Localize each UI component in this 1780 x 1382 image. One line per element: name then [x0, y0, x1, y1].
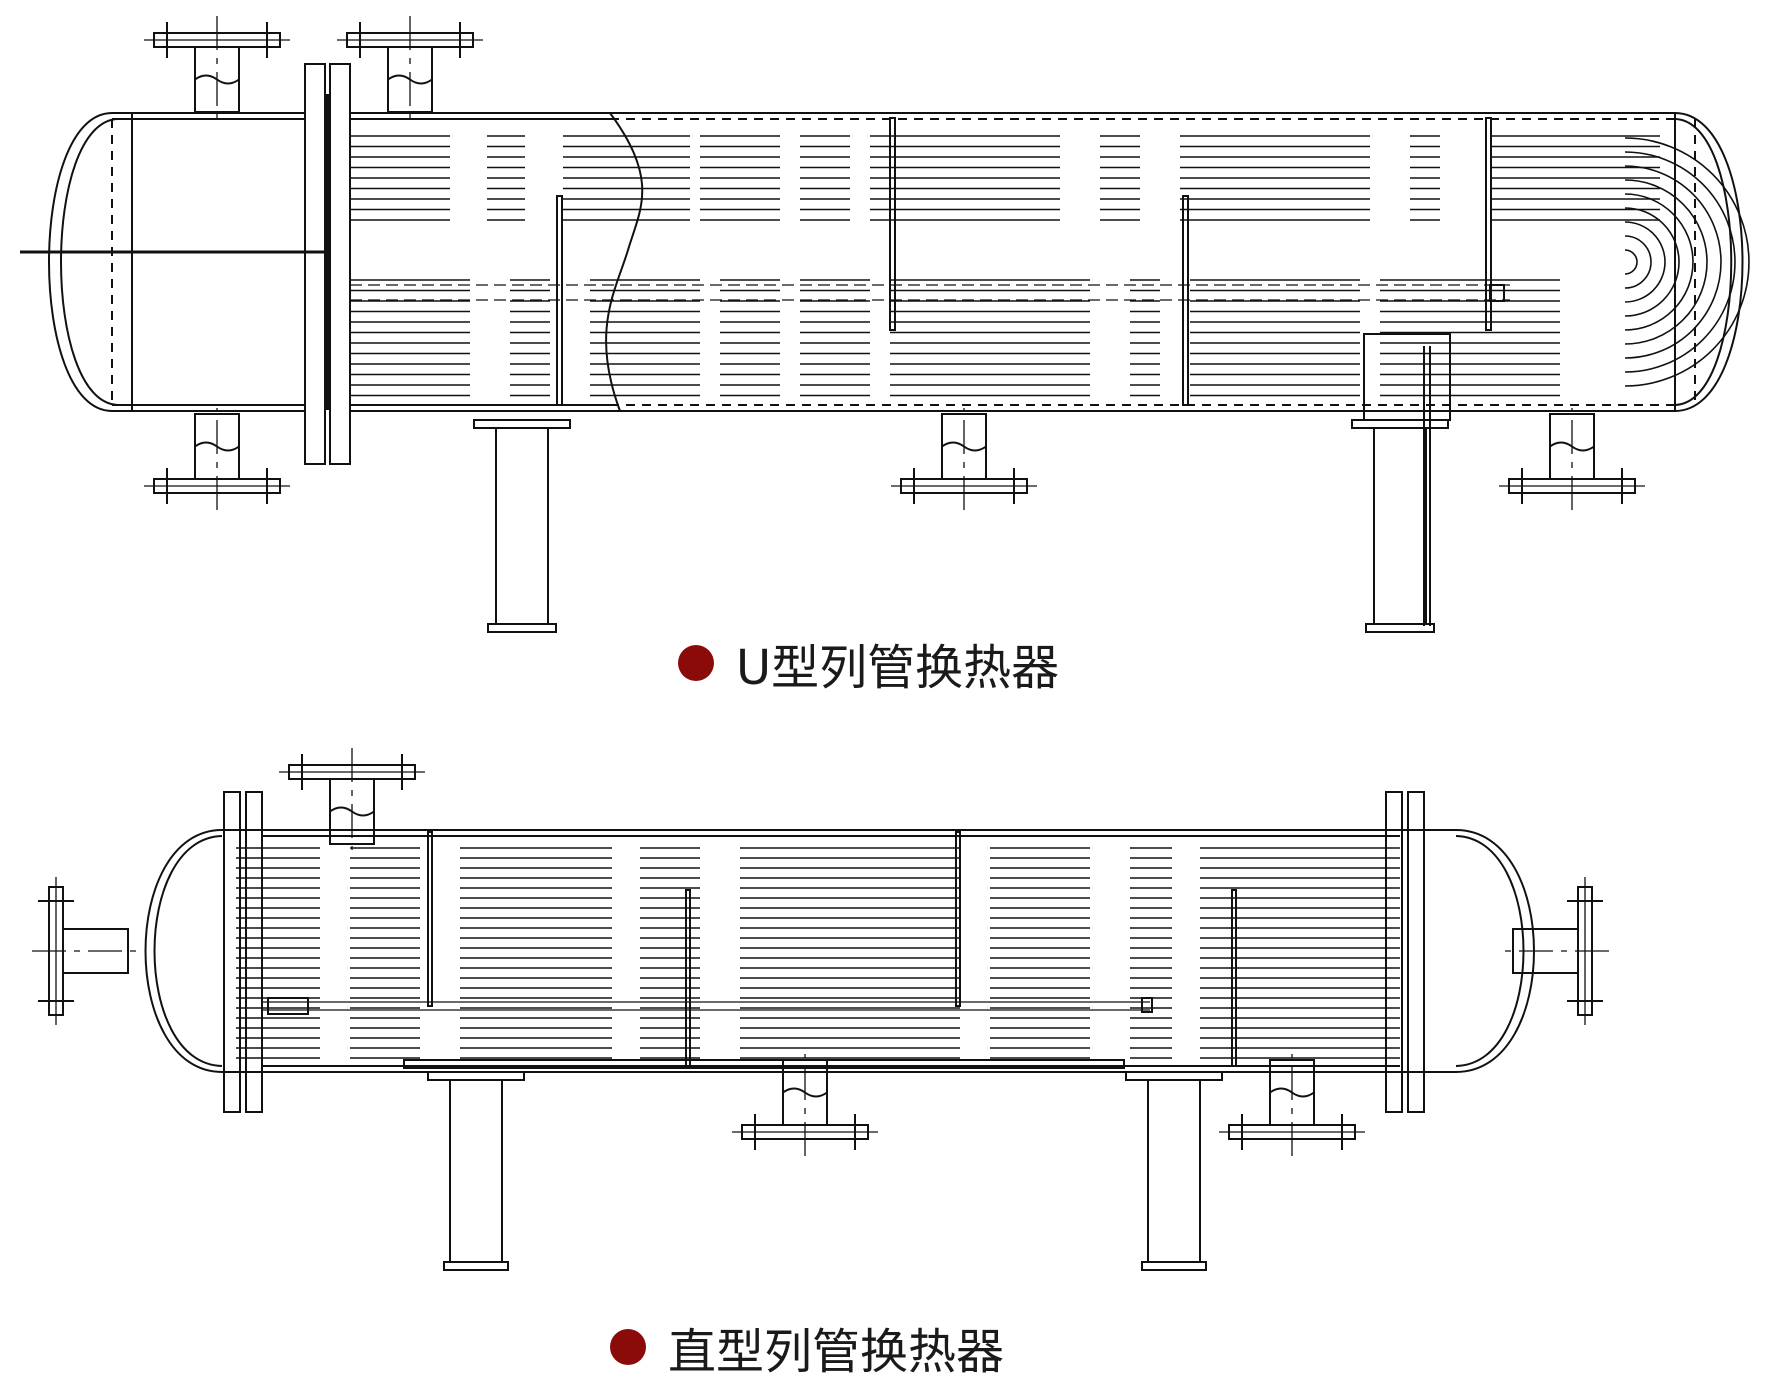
right-head-inner — [1674, 118, 1733, 406]
tubesheet-flange — [1385, 791, 1403, 1113]
support-top-plate — [1125, 1071, 1223, 1081]
u-bend — [1624, 249, 1638, 275]
u-bend — [1624, 179, 1708, 345]
support-post — [495, 427, 549, 625]
tubesheet-flange — [1407, 791, 1425, 1113]
u-bend — [1624, 221, 1666, 303]
support-top-plate — [1351, 419, 1449, 429]
support-top-plate — [427, 1071, 525, 1081]
u-bend — [1624, 193, 1694, 331]
support-top-plate — [473, 419, 571, 429]
u-nozzle-bottom-mid-break — [941, 441, 987, 452]
straight-type-exchanger-drawing — [32, 748, 1609, 1271]
support-base — [443, 1261, 509, 1271]
baffle — [685, 889, 691, 1067]
support-base — [1365, 623, 1435, 633]
support-post — [1373, 427, 1427, 625]
baffle — [556, 195, 563, 406]
u-bend — [1624, 151, 1736, 373]
s-nozzle-top-break — [329, 806, 375, 817]
u-nozzle-bottom-left-break — [194, 441, 240, 452]
left-head-inner — [153, 835, 223, 1067]
left-head-outer — [144, 829, 223, 1073]
u-exchanger-caption-text: U型列管换热器 — [736, 640, 1060, 696]
u-exchanger-caption: U型列管换热器 — [678, 628, 1059, 698]
straight-exchanger-caption: 直型列管换热器 — [610, 1312, 1004, 1382]
bullet-dot-icon — [610, 1329, 646, 1365]
u-bend — [1624, 235, 1652, 289]
left-head-inner — [60, 118, 119, 406]
tubesheet-flange — [223, 791, 241, 1113]
tie-rod-nut — [1141, 997, 1153, 1013]
baffle — [1182, 195, 1189, 406]
baffle — [889, 117, 896, 331]
bullet-dot-icon — [678, 645, 714, 681]
s-nozzle-bottom-right-break — [1269, 1087, 1315, 1098]
s-nozzle-bottom-left-break — [782, 1087, 828, 1098]
bottom-strip — [403, 1059, 1125, 1069]
tie-rod-nut — [1489, 284, 1505, 302]
u-bend — [1624, 137, 1750, 387]
tubesheet-flange-left — [304, 63, 326, 465]
baffle — [1485, 117, 1492, 331]
right-head-outer — [1674, 112, 1744, 412]
straight-exchanger-caption-text: 直型列管换热器 — [668, 1324, 1005, 1380]
support-post — [1147, 1079, 1201, 1263]
u-nozzle-top-left-break — [194, 74, 240, 85]
u-bend — [1624, 165, 1722, 359]
u-type-exchanger-drawing — [20, 16, 1750, 633]
u-bend — [1624, 207, 1680, 317]
tubesheet-flange-right — [329, 63, 351, 465]
support-saddle-box — [1363, 333, 1451, 421]
left-head-outer — [48, 112, 113, 412]
u-nozzle-bottom-right-break — [1549, 441, 1595, 452]
support-base — [487, 623, 557, 633]
support-post — [449, 1079, 503, 1263]
tie-rod-end — [267, 997, 309, 1015]
u-nozzle-top-right-break — [387, 74, 433, 85]
baffle — [955, 831, 961, 1007]
baffle — [427, 831, 433, 1007]
tubesheet-flange — [245, 791, 263, 1113]
baffle — [1231, 889, 1237, 1067]
support-base — [1141, 1261, 1207, 1271]
